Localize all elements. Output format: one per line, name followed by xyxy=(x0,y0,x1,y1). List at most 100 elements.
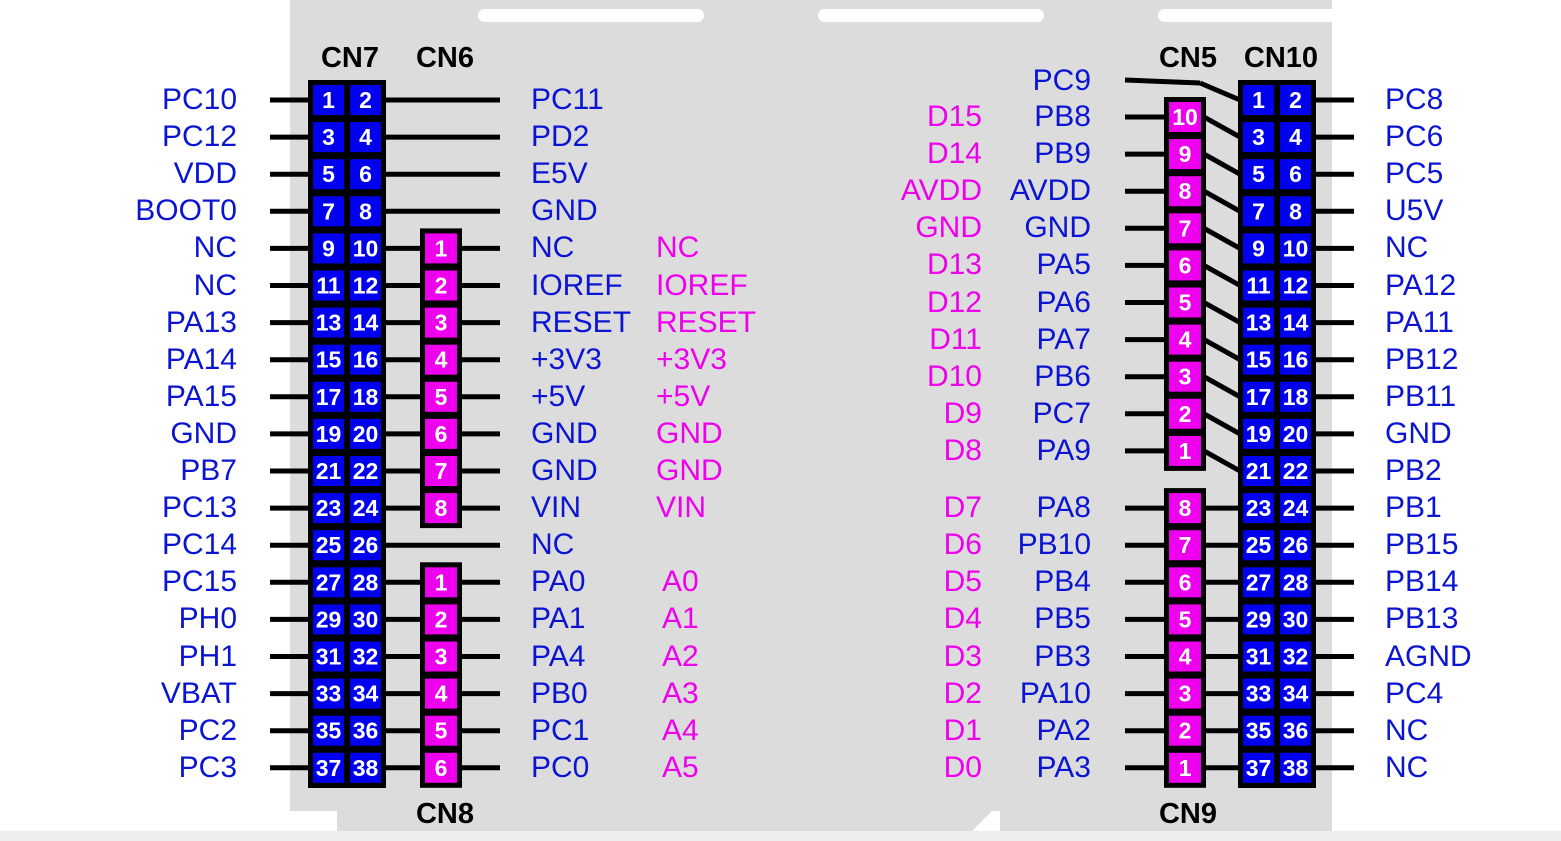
cn8-pin-number: 1 xyxy=(435,569,448,595)
cn7-right-label: IOREF xyxy=(531,268,623,302)
cn10-right-label: GND xyxy=(1385,416,1452,450)
cn7-pin-number: 19 xyxy=(316,421,342,447)
cn10-pin xyxy=(1241,157,1276,192)
cn10-pin-number: 5 xyxy=(1252,161,1265,187)
cn10-pin-number: 30 xyxy=(1283,606,1309,632)
cn9-arduino-label: D4 xyxy=(943,602,982,636)
cn9-pin xyxy=(1167,602,1203,637)
cn10-pin-number: 22 xyxy=(1283,458,1309,484)
cn7-pin xyxy=(348,416,383,451)
cn10-jog-lead xyxy=(1202,374,1242,399)
cn10-jog-lead xyxy=(1202,189,1242,214)
cn10-pin xyxy=(1241,750,1276,785)
cn7-left-label: VBAT xyxy=(160,676,237,710)
cn7-pin-number: 36 xyxy=(353,718,379,744)
cn10-pin xyxy=(1278,194,1313,229)
cn7-pin-number: 20 xyxy=(353,421,379,447)
cn10-pin-number: 26 xyxy=(1283,532,1309,558)
cn10-pin-number: 16 xyxy=(1283,347,1309,373)
cn7-right-label: PA1 xyxy=(531,602,586,636)
cn8-pin xyxy=(423,639,459,674)
cn10-jog-lead xyxy=(1199,80,1241,103)
cn10-left-label: PB6 xyxy=(1034,359,1091,393)
cn7-pin xyxy=(348,268,383,303)
cn9-pin xyxy=(1167,639,1203,674)
cn10-pin xyxy=(1278,639,1313,674)
cn10-left-label: PA9 xyxy=(1036,433,1091,467)
cn9-pin xyxy=(1167,565,1203,600)
cn10-pin-number: 25 xyxy=(1246,532,1272,558)
cn6-pin-number: 1 xyxy=(435,235,448,261)
cn10-right-label: PB15 xyxy=(1385,528,1459,562)
cn5-pin-number: 2 xyxy=(1179,401,1192,427)
cn10-pin xyxy=(1278,491,1313,526)
cn7-pin xyxy=(348,639,383,674)
cn10-left-label: PC9 xyxy=(1032,64,1091,97)
cn6-pin xyxy=(423,268,459,303)
cn10-pin xyxy=(1278,157,1313,192)
cn7-pin-number: 35 xyxy=(316,718,342,744)
cn9-pin-number: 5 xyxy=(1179,606,1192,632)
cn7-pin-number: 25 xyxy=(316,532,342,558)
cn10-pin xyxy=(1241,231,1276,266)
cn10-pin-number: 21 xyxy=(1246,458,1272,484)
cn7-pin-number: 21 xyxy=(316,458,342,484)
cn7-pin xyxy=(311,639,346,674)
cn7-left-label: VDD xyxy=(173,157,237,191)
cn10-pin xyxy=(1241,379,1276,414)
cn6-arduino-label: +5V xyxy=(656,379,711,413)
cn7-right-label: PC0 xyxy=(531,750,590,784)
cn10-pin-number: 12 xyxy=(1283,273,1309,299)
cn7-pin-number: 7 xyxy=(322,198,335,224)
cn6-pin-number: 6 xyxy=(435,421,448,447)
cn9-arduino-label: D3 xyxy=(943,639,982,673)
cn7-pin-number: 10 xyxy=(353,235,379,261)
cn7-pin xyxy=(348,379,383,414)
cn7-right-label: PD2 xyxy=(531,120,590,154)
cn7-pin-number: 5 xyxy=(322,161,335,187)
cn5-pin-number: 9 xyxy=(1179,141,1192,167)
cn8-pin-number: 2 xyxy=(435,606,448,632)
cn7-pin-number: 30 xyxy=(353,606,379,632)
cn7-pin-number: 11 xyxy=(316,273,341,299)
cn10-pin xyxy=(1278,305,1313,340)
cn7-left-label: PC13 xyxy=(161,491,237,525)
cn8-pin-number: 3 xyxy=(435,644,448,670)
cn9-arduino-label: D0 xyxy=(943,750,982,784)
cn7-right-label: PB0 xyxy=(531,676,588,710)
cn7-pin xyxy=(311,120,346,155)
cn6-pin xyxy=(423,454,459,488)
cn8-pin xyxy=(423,750,459,785)
cn7-pin-number: 6 xyxy=(359,161,372,187)
cn7-pin-number: 18 xyxy=(353,384,379,410)
cn10-pin-number: 7 xyxy=(1252,198,1265,224)
cn10-pin-number: 6 xyxy=(1289,161,1302,187)
cn7-pin xyxy=(311,713,346,748)
cn7-pin xyxy=(311,750,346,785)
cn7-right-label: VIN xyxy=(531,491,582,525)
cn10-pin xyxy=(1278,454,1313,488)
cn10-jog-lead xyxy=(1202,226,1242,251)
cn10-right-label: PC5 xyxy=(1385,157,1444,191)
cn7-pin-number: 38 xyxy=(353,755,379,781)
cn8-pin-number: 4 xyxy=(435,681,448,707)
cn6-pin xyxy=(423,231,459,266)
cn5-pin xyxy=(1167,433,1203,468)
cn10-pin-number: 9 xyxy=(1252,235,1265,261)
cn7-left-label: PA14 xyxy=(165,342,237,376)
cn7-left-label: BOOT0 xyxy=(135,194,237,228)
cn10-left-label: PB8 xyxy=(1034,100,1091,133)
board-slot xyxy=(1158,9,1332,22)
cn10-jog-lead xyxy=(1202,411,1242,437)
cn7-pin-number: 9 xyxy=(322,235,335,261)
cn7-pin xyxy=(311,416,346,451)
cn10-right-label: U5V xyxy=(1385,194,1444,228)
cn6-arduino-label: VIN xyxy=(656,491,707,525)
cn7-pin xyxy=(348,676,383,711)
cn5-arduino-label: D11 xyxy=(929,322,982,356)
cn7-left-label: PC15 xyxy=(161,565,237,599)
cn7-pin xyxy=(311,83,346,117)
cn7-pin-number: 29 xyxy=(316,606,342,632)
cn10-pin-number: 23 xyxy=(1246,495,1272,521)
cn7-pin-number: 34 xyxy=(353,681,379,707)
